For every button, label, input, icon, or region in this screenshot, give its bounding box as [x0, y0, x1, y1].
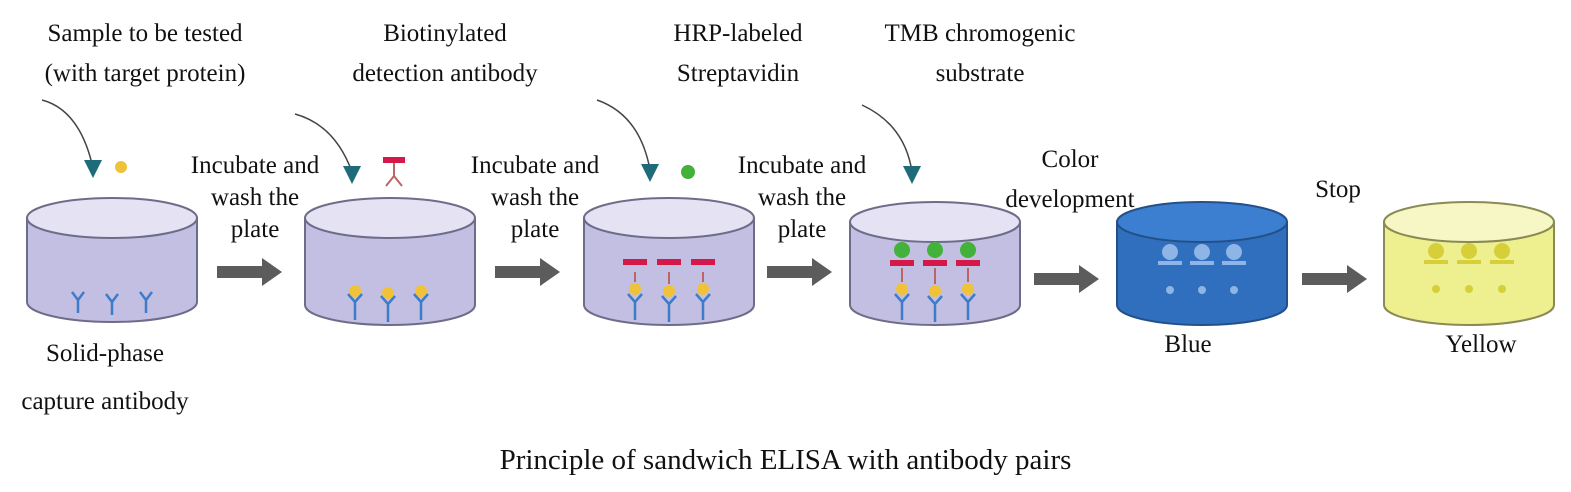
pointer-arrow-icon — [861, 104, 921, 184]
step-label-3: Incubate and wash the plate — [722, 150, 882, 246]
step-label-line: plate — [510, 216, 560, 243]
step-arrow-icon — [1034, 265, 1099, 293]
well-yellow — [1383, 201, 1555, 326]
figure-caption: Principle of sandwich ELISA with antibod… — [499, 444, 1072, 476]
pointer-arrow-icon — [294, 113, 361, 184]
reagent-label-line: TMB chromogenic — [884, 20, 1076, 47]
step-label-color-development: Color development — [990, 140, 1150, 220]
step-label-line: plate — [777, 216, 827, 243]
well-detection-bound — [583, 197, 755, 326]
step-arrow-icon — [767, 258, 832, 286]
step-label-line: development — [1005, 186, 1135, 213]
reagent-label-line: Streptavidin — [676, 60, 800, 87]
reagent-label-line: Biotinylated — [383, 20, 507, 47]
reagent-label-line: HRP-labeled — [673, 20, 803, 47]
pointer-arrow-icon — [41, 99, 102, 178]
step-arrow-icon — [495, 258, 560, 286]
step-label-line: Incubate and — [470, 152, 600, 179]
step-label-2: Incubate and wash the plate — [455, 150, 615, 246]
well-antigen-bound — [304, 197, 476, 326]
well-label-blue: Blue — [1164, 331, 1212, 358]
step-label-line: Color — [1041, 146, 1099, 173]
reagent-label-detection-antibody: Biotinylated detection antibody — [330, 14, 560, 94]
well-capture — [26, 197, 198, 323]
target-protein-icon — [115, 161, 127, 173]
step-label-line: Incubate and — [190, 152, 320, 179]
streptavidin-hrp-icon — [681, 165, 695, 179]
reagent-label-line: Sample to be tested — [47, 20, 243, 47]
step-label-line: wash the — [210, 184, 300, 211]
well-blue — [1116, 201, 1288, 326]
step-arrow-icon — [217, 258, 282, 286]
reagent-label-tmb: TMB chromogenic substrate — [860, 14, 1100, 94]
capture-antibody-icon — [71, 291, 153, 315]
reagent-label-sample: Sample to be tested (with target protein… — [20, 14, 270, 94]
reagent-label-line: detection antibody — [352, 60, 538, 87]
reagent-label-streptavidin: HRP-labeled Streptavidin — [638, 14, 838, 94]
reagent-label-line: substrate — [935, 60, 1025, 87]
detection-antibody-icon — [383, 157, 405, 187]
step-arrow-icon — [1302, 265, 1367, 293]
well-label-yellow: Yellow — [1445, 331, 1517, 358]
well-label-capture-antibody: Solid-phase capture antibody — [5, 330, 205, 426]
step-label-line: Incubate and — [737, 152, 867, 179]
step-label-line: Stop — [1315, 176, 1361, 203]
step-label-line: wash the — [757, 184, 847, 211]
step-label-line: plate — [230, 216, 280, 243]
well-hrp-bound — [849, 201, 1021, 326]
well-label-line: capture antibody — [21, 388, 189, 415]
step-label-stop: Stop — [1288, 170, 1388, 210]
step-label-1: Incubate and wash the plate — [175, 150, 335, 246]
step-label-line: wash the — [490, 184, 580, 211]
reagent-label-line: (with target protein) — [44, 60, 246, 87]
pointer-arrow-icon — [596, 99, 659, 182]
well-label-line: Solid-phase — [45, 340, 165, 367]
